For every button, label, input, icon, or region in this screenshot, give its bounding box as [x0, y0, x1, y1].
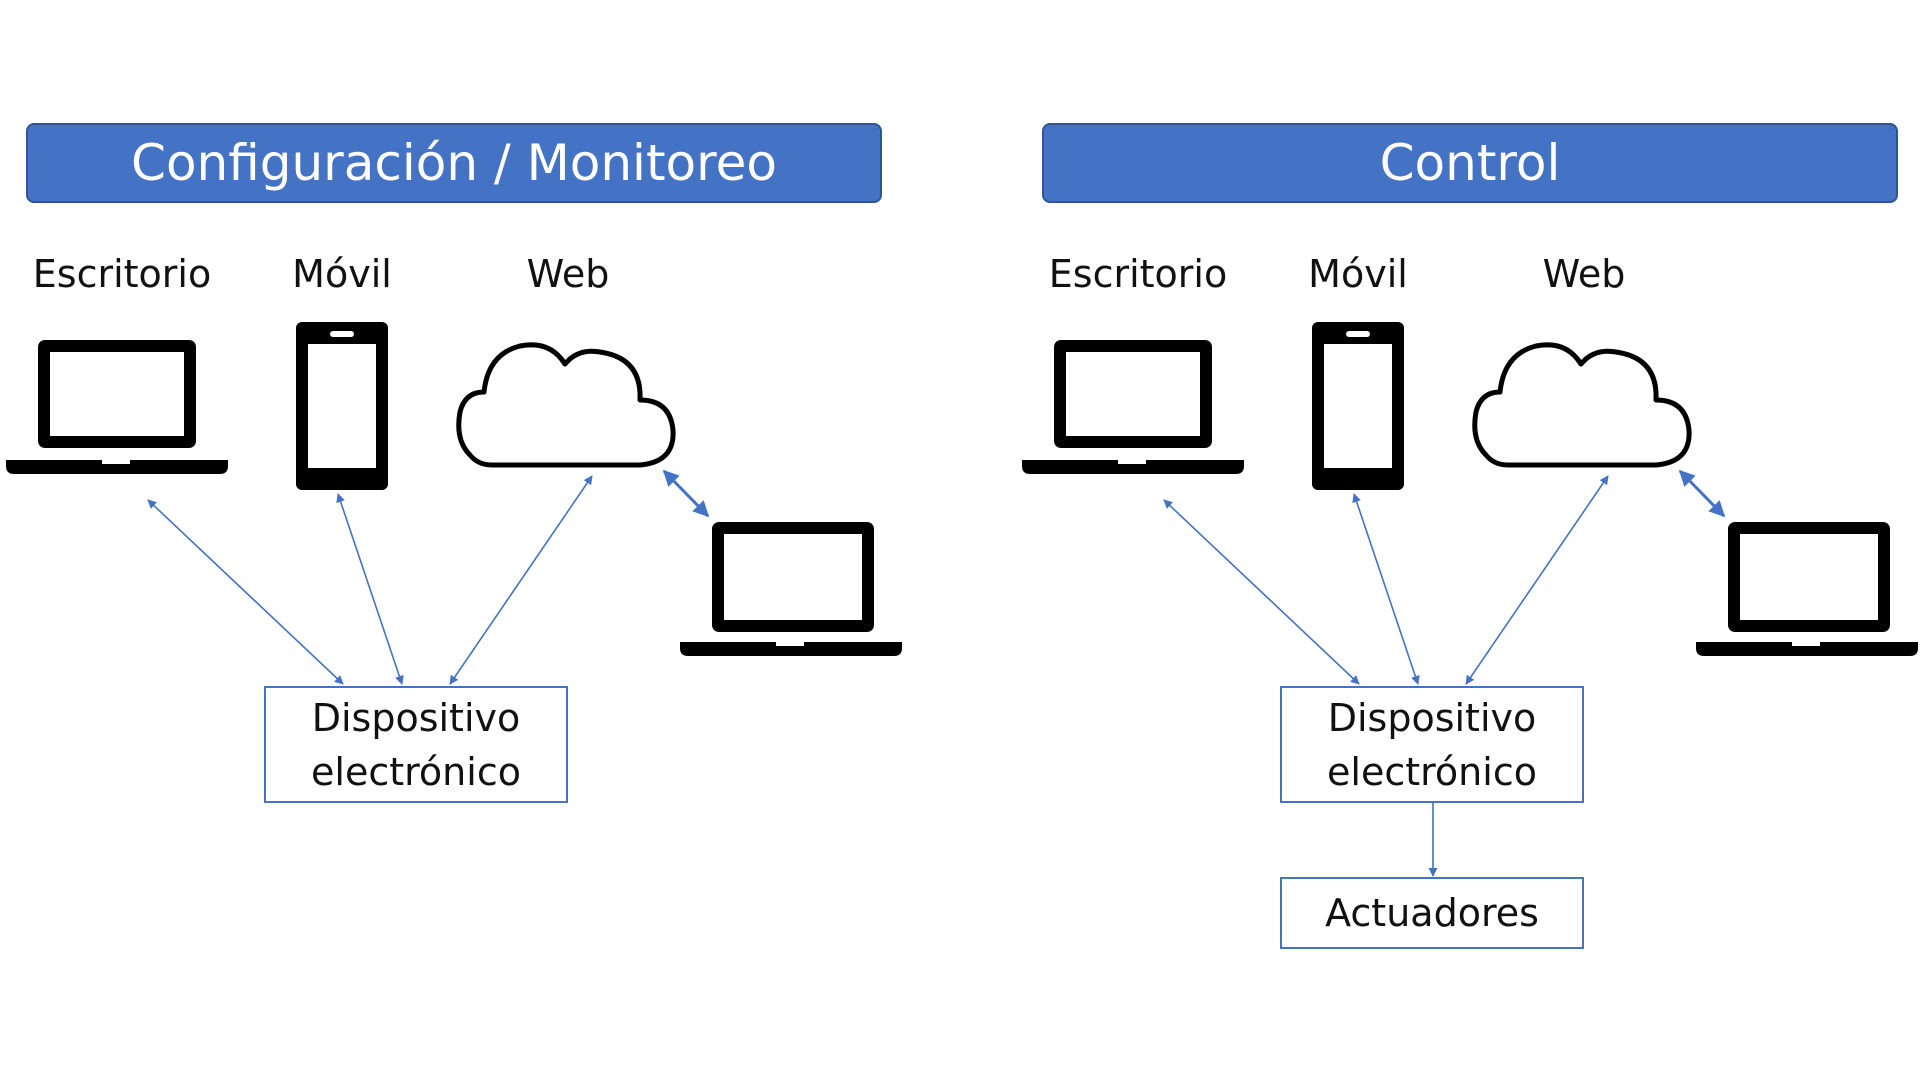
left-desktop-laptop-icon	[6, 340, 228, 474]
left-label-desktop: Escritorio	[32, 252, 212, 296]
right-remote-laptop-icon	[1696, 522, 1918, 656]
right-label-mobile: Móvil	[1308, 252, 1408, 296]
right-label-desktop: Escritorio	[1048, 252, 1228, 296]
right-label-web: Web	[1542, 252, 1626, 296]
left-device-box-line2: electrónico	[311, 749, 521, 794]
right-arrow-mobile	[1352, 493, 1420, 685]
right-web-cloud-icon	[1472, 342, 1692, 468]
left-label-mobile: Móvil	[292, 252, 392, 296]
left-label-web: Web	[526, 252, 610, 296]
left-arrow-cloud-laptop	[662, 469, 710, 518]
left-mobile-smartphone-icon	[296, 322, 388, 490]
right-desktop-laptop-icon	[1022, 340, 1244, 474]
left-arrow-desktop	[147, 499, 344, 685]
right-panel-title: Control	[1042, 123, 1898, 203]
right-electronic-device-box: Dispositivo electrónico	[1280, 686, 1584, 803]
left-device-box-line1: Dispositivo	[311, 695, 521, 740]
right-arrow-web	[1465, 475, 1609, 685]
left-panel-title: Configuración / Monitoreo	[26, 123, 882, 203]
actuators-box: Actuadores	[1280, 877, 1584, 949]
left-web-cloud-icon	[456, 342, 676, 468]
left-remote-laptop-icon	[680, 522, 902, 656]
right-device-box-line2: electrónico	[1327, 749, 1537, 794]
right-arrow-desktop	[1163, 499, 1360, 685]
right-device-box-line1: Dispositivo	[1327, 695, 1537, 740]
right-mobile-smartphone-icon	[1312, 322, 1404, 490]
actuators-label: Actuadores	[1325, 891, 1539, 935]
left-arrow-web	[449, 475, 593, 685]
right-arrow-cloud-laptop	[1678, 469, 1726, 518]
left-electronic-device-box: Dispositivo electrónico	[264, 686, 568, 803]
left-arrow-mobile	[336, 493, 404, 685]
